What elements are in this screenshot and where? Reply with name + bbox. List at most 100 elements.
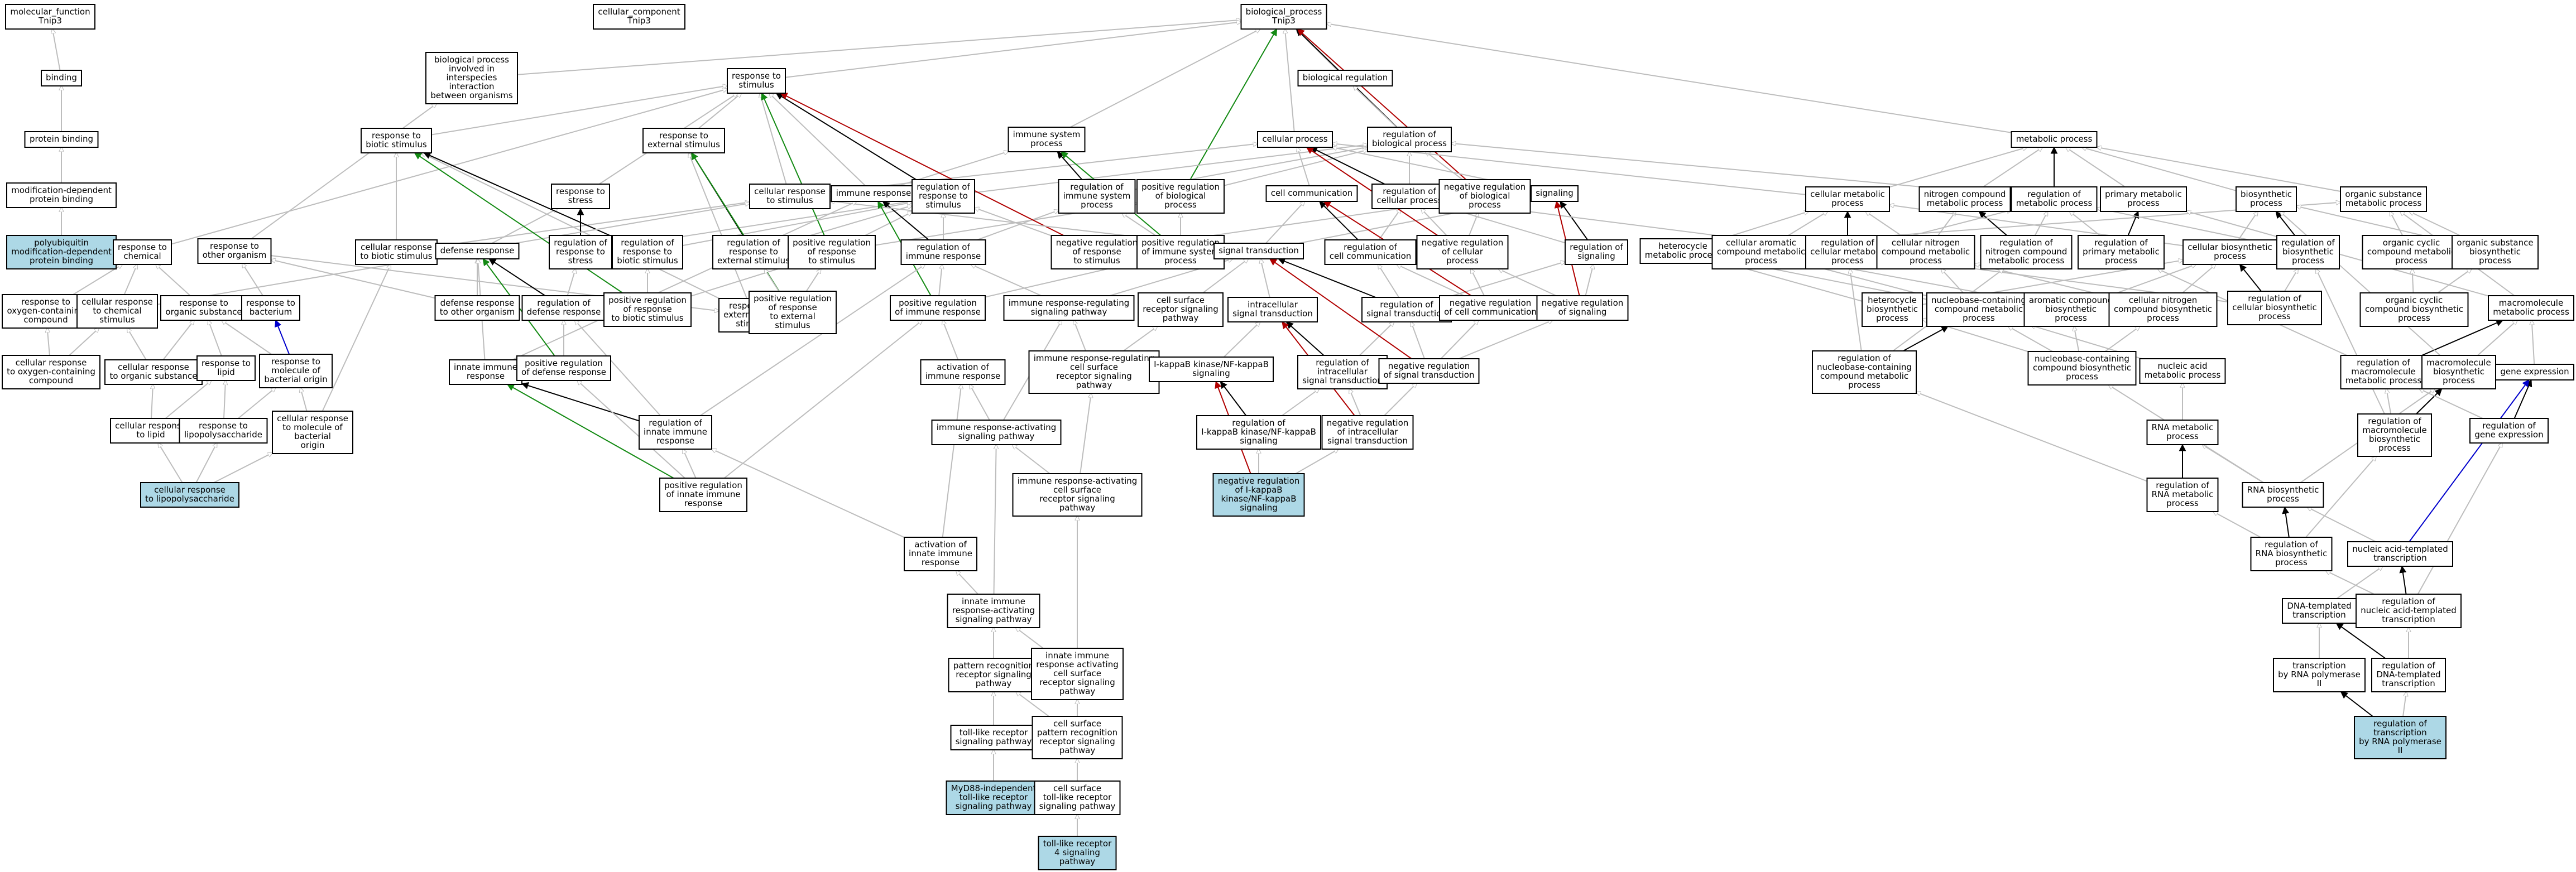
go-term-label: to stimulus	[1073, 256, 1120, 266]
go-term-box	[110, 418, 191, 444]
go-term-label: response to	[623, 247, 672, 257]
edge-line	[2316, 269, 2385, 415]
go-term-box	[1257, 131, 1333, 148]
edge-line	[785, 22, 1241, 78]
go-term-label: cellular response	[118, 362, 189, 372]
go-term-label: immune response-regulating	[1009, 298, 1129, 308]
go-term-label: intracellular	[1248, 300, 1298, 310]
go-term-label: process	[2395, 256, 2428, 266]
edge-line	[2284, 269, 2298, 292]
edge-line	[2117, 264, 2196, 293]
go-term-label: primary metabolic	[2083, 247, 2160, 257]
go-term-label: of biological	[1155, 191, 1206, 201]
go-term-box	[2242, 482, 2324, 508]
go-term-label: process	[1081, 200, 1113, 210]
edge-line	[2415, 388, 2443, 415]
go-term-label: of signaling	[1558, 307, 1607, 317]
go-term-label: by RNA polymerase	[2278, 669, 2361, 680]
go-term-box	[788, 235, 876, 269]
go-term-label: response to	[202, 358, 251, 368]
go-term-label: organic cyclic	[2383, 238, 2440, 248]
go-term-box	[521, 295, 606, 321]
go-term-label: signal transduction	[1232, 309, 1313, 319]
go-term-label: stress	[568, 256, 593, 266]
go-term-box	[1812, 350, 1917, 394]
relation-edge-is_a	[156, 264, 191, 296]
relation-edge-is_a	[1285, 29, 1295, 132]
relation-edge-is_a	[300, 388, 308, 412]
go-term-label: cellular biosynthetic	[2232, 302, 2317, 312]
go-term-box	[2139, 358, 2226, 384]
edge-line	[1285, 29, 1295, 132]
relation-edge-is_a	[1378, 264, 1399, 298]
relation-edge-is_a	[1421, 209, 1447, 236]
go-term-box	[1378, 358, 1480, 384]
go-term-box	[1213, 243, 1304, 259]
go-term-box	[1012, 473, 1143, 517]
edge-line	[690, 266, 788, 297]
go-term-box	[434, 295, 520, 321]
go-term-box	[1138, 292, 1224, 327]
edge-line	[974, 144, 1368, 194]
relation-edge-is_a	[829, 144, 1258, 192]
go-term-node: protein binding	[24, 131, 99, 148]
go-term-label: process	[2105, 256, 2137, 266]
go-term-label: modification-dependent	[11, 247, 112, 257]
go-term-label: immune response	[906, 251, 981, 261]
go-term-label: signaling	[1577, 251, 1615, 261]
relation-edge-is_a	[213, 453, 272, 483]
go-term-label: transcription	[2373, 728, 2426, 738]
go-term-box	[425, 52, 518, 104]
go-term-label: protein binding	[30, 134, 93, 144]
relation-edge-regulates	[2340, 691, 2373, 717]
relation-edge-is_a	[1265, 201, 1304, 244]
go-term-label: to stimulus	[766, 195, 813, 205]
relation-edge-is_a	[512, 201, 857, 360]
go-term-box	[2236, 186, 2297, 212]
edge-line	[1788, 211, 1827, 236]
edge-line	[700, 264, 925, 416]
go-term-label: process	[1469, 200, 1501, 210]
go-term-box	[1565, 239, 1628, 265]
go-term-node: cell communication	[1265, 185, 1358, 202]
edge-line	[222, 320, 272, 355]
go-term-label: positive regulation	[664, 480, 742, 490]
go-term-box	[1136, 179, 1225, 214]
go-term-box	[1196, 415, 1321, 450]
go-term-box	[2250, 537, 2333, 571]
go-term-label: to lipopolysaccharide	[145, 494, 234, 504]
go-term-label: process	[2166, 498, 2199, 508]
go-term-label: process	[2258, 311, 2291, 321]
go-term-label: 4 signaling	[1054, 847, 1100, 857]
go-term-label: modification-dependent	[11, 185, 112, 195]
go-term-label: biosynthetic	[2469, 247, 2521, 257]
relation-edge-is_a	[242, 263, 263, 296]
go-term-label: to other organism	[440, 307, 515, 317]
go-term-label: biological process	[434, 55, 509, 65]
go-term-label: regulation of	[2357, 358, 2410, 368]
go-term-box	[1439, 295, 1542, 321]
relation-edge-is_a	[769, 93, 866, 186]
go-term-box	[1265, 185, 1358, 202]
go-term-label: receptor signaling	[1039, 494, 1115, 504]
go-term-label: compound metabolic	[1882, 247, 1970, 257]
go-term-box	[41, 70, 82, 86]
go-term-label: macromolecule	[2426, 358, 2491, 368]
go-term-label: receptor signaling	[1039, 736, 1115, 746]
go-term-label: regulation of	[1999, 238, 2053, 248]
relation-edge-regulates	[1309, 147, 1385, 185]
go-term-label: innate immune	[962, 596, 1025, 606]
